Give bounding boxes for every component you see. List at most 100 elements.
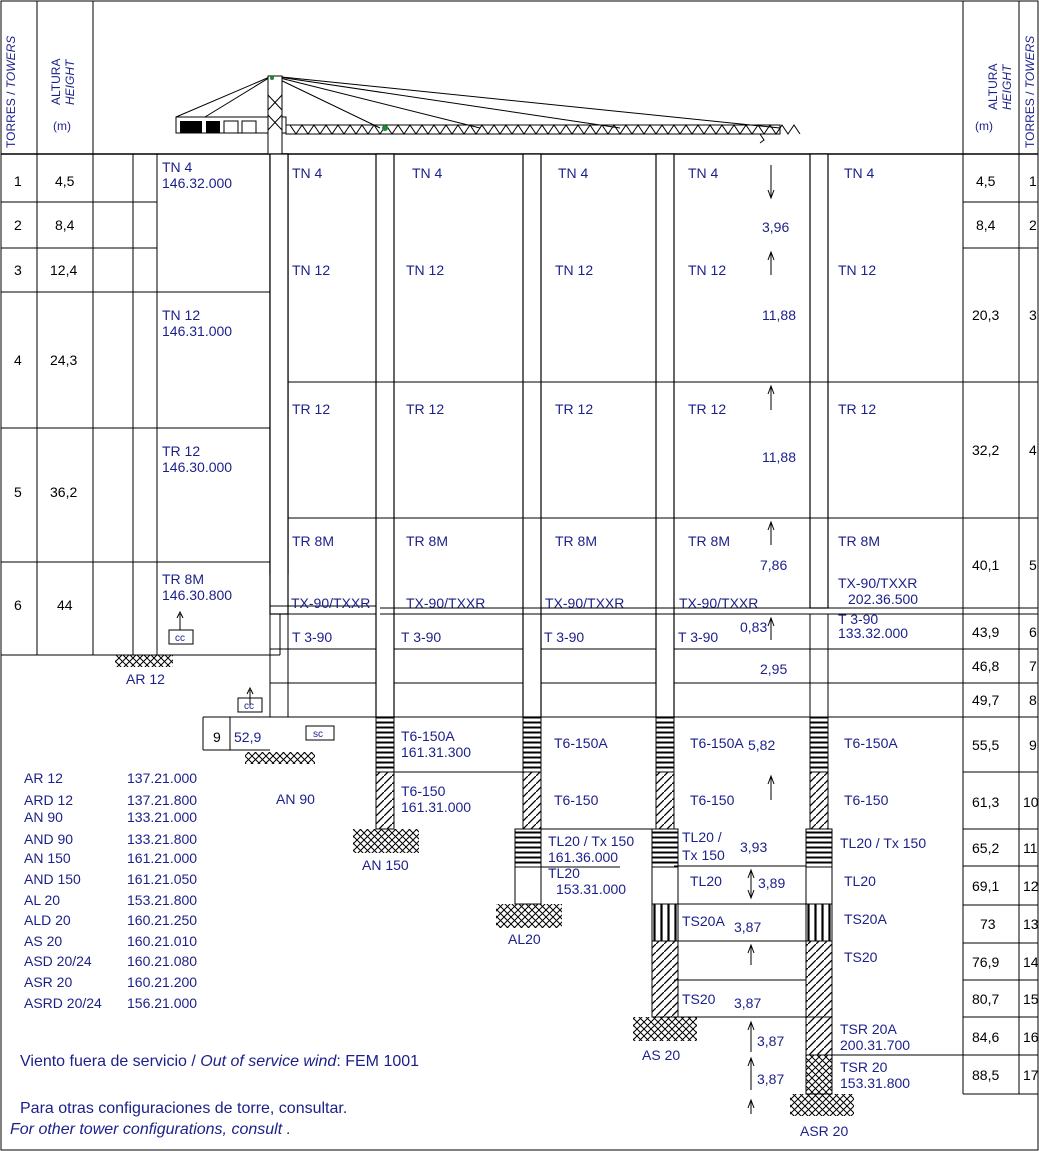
part-name: AN 150 [24,850,71,866]
segment-code: 200.31.700 [840,1037,910,1053]
segment-label: TSR 20 [840,1059,888,1075]
tower-number: 7 [1029,658,1037,674]
tower-number: 8 [1029,692,1037,708]
base-label: AN 150 [362,857,409,873]
segment-label: TR 12 [555,401,593,417]
segment-code: 146.30.800 [162,587,232,603]
segment-label: TX-90/TXXR [291,595,370,611]
tower-number: 14 [1023,954,1039,970]
tower-height: 73 [980,916,996,932]
right-header: ALTURA HEIGHT (m) TORRES / TOWERS [975,36,1037,148]
tower-height: 61,3 [972,794,999,810]
towers-en-label: TOWERS [4,36,18,88]
column-1: TN 4 146.32.000 TN 12 146.31.000 TR 12 1… [115,153,289,687]
consult-note-es: Para otras configuraciones de torre, con… [20,1100,347,1117]
segment-label: TN 12 [688,262,726,278]
tower-height: 20,3 [972,307,999,323]
segment-label: TR 8M [292,533,334,549]
segment-label: TN 4 [844,165,875,181]
tower-number: 9 [1029,737,1037,753]
svg-text:TORRES / TOWERS: TORRES / TOWERS [1023,36,1037,148]
part-name: AND 150 [24,871,81,887]
column-3: TN 4 TN 12 TR 12 TR 8M TX-90/TXXR T 3-90… [353,153,523,873]
part-code: 160.21.200 [127,974,197,990]
tower-height: 80,7 [972,991,999,1007]
base-label: AS 20 [642,1047,680,1063]
segment-code: 161.36.000 [548,849,618,865]
tower-number: 17 [1023,1067,1039,1083]
segment-label: T6-150A [554,735,608,751]
part-code: 160.21.080 [127,953,197,969]
segment-label: Tx 150 [682,847,725,863]
part-code: 133.21.000 [127,809,197,825]
segment-label: T6-150 [401,783,446,799]
dimension-value: 3,93 [740,839,767,855]
segment-code: 161.31.300 [401,744,471,760]
towers-es-label-right: TORRES / [1023,91,1037,148]
wind-note-value: : FEM 1001 [336,1053,419,1070]
segment-label: T 3-90 [292,629,332,645]
part-code: 161.21.000 [127,850,197,866]
segment-label: TX-90/TXXR [406,595,485,611]
tower-number: 12 [1023,878,1039,894]
tower-number: 5 [14,484,22,500]
segment-label: TN 4 [292,165,323,181]
segment-label: TR 8M [162,571,204,587]
segment-label: TSR 20A [840,1021,897,1037]
part-code: 160.21.010 [127,933,197,949]
tower-number: 13 [1023,916,1039,932]
segment-label: TL20 [844,873,876,889]
segment-label: TR 8M [838,533,880,549]
part-code: 137.21.800 [127,792,197,808]
segment-label: TN 12 [406,262,444,278]
sc-box-label: sc [313,729,323,740]
left-header: TORRES / TOWERS ALTURA HEIGHT (m) [4,36,77,148]
base-label: ASR 20 [800,1123,848,1139]
segment-label: TS20A [682,913,725,929]
dimension-value: 3,89 [758,875,785,891]
tower-height: 88,5 [972,1067,999,1083]
segment-label: TL20 / Tx 150 [548,833,634,849]
svg-text:Viento fuera de servicio / Out: Viento fuera de servicio / Out of servic… [20,1053,419,1070]
parts-list: AR 12 137.21.000 ARD 12 137.21.800 AN 90… [24,770,197,1011]
height-en-label-right: HEIGHT [1000,63,1014,110]
left-table: 1 4,5 2 8,4 3 12,4 4 24,3 5 36,2 6 44 [1,173,280,613]
unit-label: (m) [53,119,71,133]
towers-es-label: TORRES / [4,91,18,148]
part-code: 153.21.800 [127,892,197,908]
tower-height: 43,9 [972,624,999,640]
column-2: TN 4 TN 12 TR 12 TR 8M TX-90/TXXR T 3-90… [202,153,963,807]
height-es-label-right: ALTURA [986,64,1000,110]
tower-height: 49,7 [972,692,999,708]
segment-label: TX-90/TXXR [545,595,624,611]
segment-label: T6-150A [844,735,898,751]
part-code: 156.21.000 [127,995,197,1011]
segment-label: TX-90/TXXR [679,595,758,611]
base-label: AR 12 [126,671,165,687]
row-index: 9 [213,729,221,745]
tower-height: 24,3 [50,352,77,368]
segment-code: 146.32.000 [162,175,232,191]
tower-height: 44 [57,597,73,613]
segment-label: T6-150 [844,792,889,808]
segment-label: T 3-90 [678,629,718,645]
tower-height: 55,5 [972,737,999,753]
part-code: 137.21.000 [127,770,197,786]
dimension-value: 2,95 [760,661,787,677]
part-name: AS 20 [24,933,62,949]
part-code: 161.21.050 [127,871,197,887]
segment-code: 202.36.500 [848,591,918,607]
tower-number: 1 [1029,173,1037,189]
column-5: TN 4 TN 12 TR 12 TR 8M TX-90/TXXR T 3-90… [633,153,820,1063]
segment-code: 153.31.800 [840,1075,910,1091]
segment-label: TN 4 [558,165,589,181]
segment-label: TN 4 [162,159,193,175]
segment-label: TN 12 [292,262,330,278]
tower-number: 6 [1029,624,1037,640]
wind-note-en: Out of service wind [200,1053,337,1070]
segment-label: TN 4 [412,165,443,181]
dimension-value: 3,87 [757,1033,784,1049]
tower-number: 6 [14,597,22,613]
segment-label: T 3-90 [838,611,878,627]
